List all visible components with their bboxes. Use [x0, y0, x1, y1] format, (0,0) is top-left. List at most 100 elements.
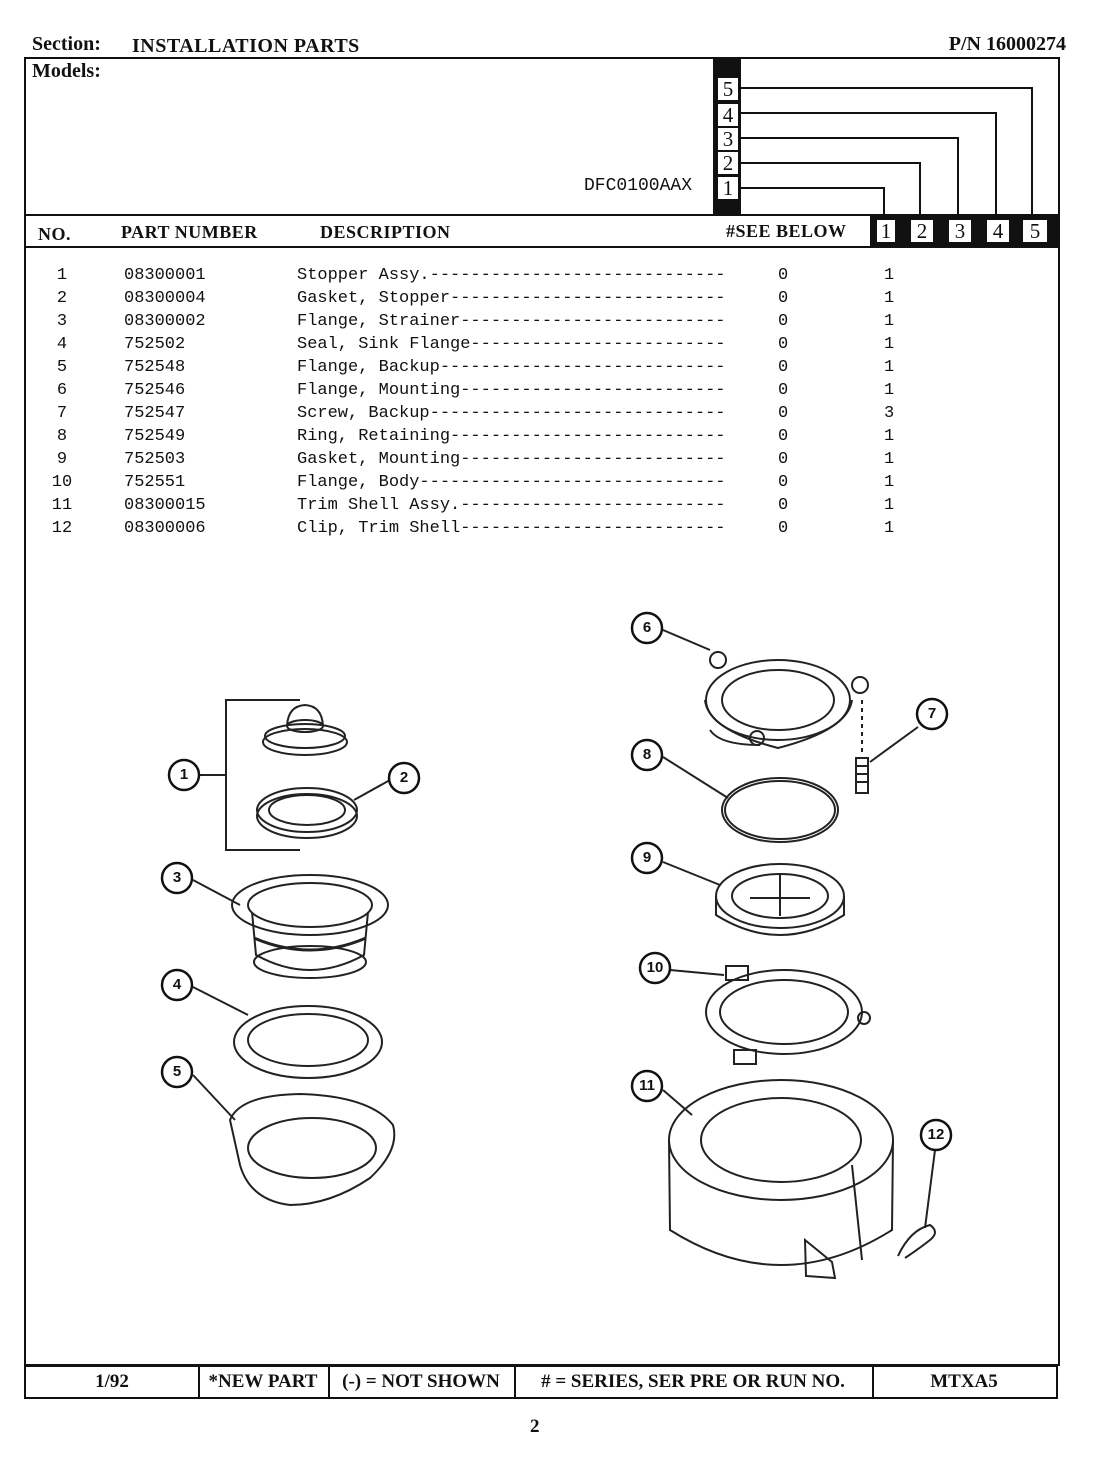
- col-box-4: 4: [985, 218, 1011, 244]
- col-box-1: 1: [875, 218, 897, 244]
- model-box-4: 4: [716, 102, 740, 128]
- trim-shell-clip-part: [897, 1223, 936, 1259]
- part-number-title: P/N 16000274: [948, 33, 1066, 55]
- model-box-3: 3: [716, 126, 740, 152]
- callout-1: 1: [179, 766, 189, 783]
- row-description: Flange, Mounting------------------------…: [297, 381, 726, 400]
- callout-5: 5: [172, 1063, 182, 1080]
- retaining-ring-part: [721, 777, 839, 843]
- row-part-number: 08300006: [124, 519, 206, 538]
- callout-7: 7: [927, 705, 937, 722]
- row-part-number: 752548: [124, 358, 186, 377]
- exploded-parts-diagram: [160, 611, 953, 1280]
- body-flange-part: [705, 965, 871, 1065]
- row-part-number: 752547: [124, 404, 186, 423]
- stopper-gasket-part: [256, 787, 358, 839]
- callout-11: 11: [639, 1077, 655, 1094]
- footer-series-note: # = SERIES, SER PRE OR RUN NO.: [514, 1367, 874, 1397]
- row-number: 6: [56, 381, 68, 400]
- footer-not-shown: (-) = NOT SHOWN: [328, 1367, 516, 1397]
- row-description: Screw, Backup---------------------------…: [297, 404, 726, 423]
- row-quantity: 1: [884, 335, 895, 354]
- row-number: 1: [56, 266, 68, 285]
- row-series: 0: [778, 381, 789, 400]
- row-series: 0: [778, 496, 789, 515]
- mounting-flange-part: [704, 651, 869, 750]
- row-part-number: 08300004: [124, 289, 206, 308]
- row-description: Gasket, Stopper-------------------------…: [297, 289, 726, 308]
- model-connector-lines: [740, 87, 1033, 218]
- row-number: 12: [51, 519, 73, 538]
- model-name: DFC0100AAX: [584, 176, 693, 196]
- row-quantity: 3: [884, 404, 895, 423]
- section-label: Section:: [32, 33, 101, 55]
- row-series: 0: [778, 335, 789, 354]
- row-part-number: 752502: [124, 335, 186, 354]
- row-part-number: 752503: [124, 450, 186, 469]
- row-quantity: 1: [884, 289, 895, 308]
- footer-new-part: *NEW PART: [198, 1367, 330, 1397]
- row-description: Stopper Assy.---------------------------…: [297, 266, 726, 285]
- stopper-part: [262, 703, 348, 756]
- row-series: 0: [778, 404, 789, 423]
- callout-10: 10: [646, 959, 664, 976]
- row-part-number: 08300001: [124, 266, 206, 285]
- row-series: 0: [778, 450, 789, 469]
- row-series: 0: [778, 427, 789, 446]
- trim-shell-part: [668, 1079, 894, 1280]
- page-number: 2: [530, 1416, 540, 1437]
- callout-3: 3: [172, 869, 182, 886]
- col-box-3: 3: [947, 218, 973, 244]
- row-quantity: 1: [884, 519, 895, 538]
- col-box-2: 2: [909, 218, 935, 244]
- row-series: 0: [778, 289, 789, 308]
- row-description: Flange, Body----------------------------…: [297, 473, 726, 492]
- strainer-flange-part: [231, 874, 389, 979]
- model-box-5: 5: [716, 76, 740, 102]
- col-header-part-number: PART NUMBER: [121, 222, 258, 242]
- row-quantity: 1: [884, 427, 895, 446]
- mounting-gasket-part: [715, 863, 845, 936]
- callout-8: 8: [642, 746, 652, 763]
- section-title: INSTALLATION PARTS: [132, 35, 360, 57]
- row-quantity: 1: [884, 266, 895, 285]
- row-number: 3: [56, 312, 68, 331]
- row-number: 9: [56, 450, 68, 469]
- row-series: 0: [778, 266, 789, 285]
- row-quantity: 1: [884, 312, 895, 331]
- models-frame: [24, 57, 1060, 215]
- row-quantity: 1: [884, 473, 895, 492]
- model-box-1: 1: [716, 175, 740, 201]
- footer-bar: 1/92 *NEW PART (-) = NOT SHOWN # = SERIE…: [24, 1365, 1058, 1399]
- callout-9: 9: [642, 849, 652, 866]
- row-part-number: 08300015: [124, 496, 206, 515]
- row-description: Flange, Strainer------------------------…: [297, 312, 726, 331]
- callout-6: 6: [642, 619, 652, 636]
- row-number: 11: [51, 496, 73, 515]
- row-number: 2: [56, 289, 68, 308]
- row-series: 0: [778, 358, 789, 377]
- row-quantity: 1: [884, 450, 895, 469]
- row-description: Gasket, Mounting------------------------…: [297, 450, 726, 469]
- row-number: 5: [56, 358, 68, 377]
- footer-date: 1/92: [26, 1367, 200, 1397]
- callout-2: 2: [399, 769, 409, 786]
- row-number: 8: [56, 427, 68, 446]
- col-box-5: 5: [1021, 218, 1049, 244]
- sink-flange-seal-part: [233, 1005, 383, 1079]
- backup-screw-part: [855, 700, 869, 794]
- callout-4: 4: [172, 976, 182, 993]
- row-quantity: 1: [884, 358, 895, 377]
- row-description: Ring, Retaining-------------------------…: [297, 427, 726, 446]
- row-series: 0: [778, 519, 789, 538]
- row-description: Seal, Sink Flange-----------------------…: [297, 335, 726, 354]
- row-description: Flange, Backup--------------------------…: [297, 358, 726, 377]
- col-header-no: NO.: [38, 224, 71, 244]
- backup-flange-part: [228, 1092, 396, 1207]
- row-quantity: 1: [884, 496, 895, 515]
- callout-12: 12: [927, 1126, 945, 1143]
- row-description: Trim Shell Assy.------------------------…: [297, 496, 726, 515]
- row-series: 0: [778, 473, 789, 492]
- row-number: 10: [51, 473, 73, 492]
